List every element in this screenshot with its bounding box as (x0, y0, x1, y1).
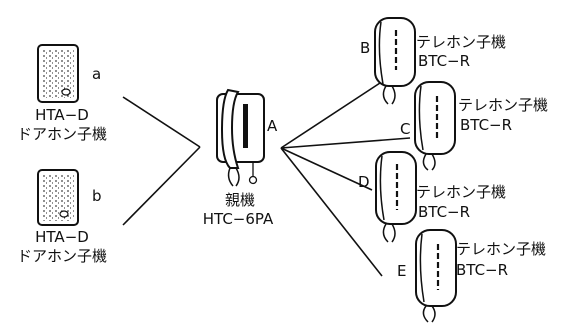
door-phone-b-model: HTA−D (35, 228, 89, 246)
door-phone-a-label: ドアホン子機 (17, 125, 107, 143)
line-master-to-C (280, 137, 411, 149)
extension-B-model: BTC−R (418, 52, 470, 70)
master-model: HTC−6PA (203, 210, 274, 228)
extension-C-letter: C (400, 120, 410, 138)
extension-C-model: BTC−R (460, 116, 512, 134)
extension-B-letter: B (360, 39, 370, 57)
extension-C: C テレホン子機 BTC−R (400, 81, 548, 171)
line-b-to-master (122, 146, 201, 226)
extension-D-letter: D (358, 173, 370, 191)
door-phone-b-label: ドアホン子機 (17, 247, 107, 265)
master-label: 親機 (225, 191, 255, 209)
master-unit: A 親機 HTC−6PA (203, 88, 278, 228)
connection-lines (122, 82, 411, 277)
extension-E-letter: E (397, 262, 406, 280)
extension-B: B テレホン子機 BTC−R (360, 17, 506, 105)
line-master-to-D (280, 147, 373, 191)
line-master-to-E (280, 147, 383, 277)
extension-D-label: テレホン子機 (416, 183, 506, 201)
line-a-to-master (122, 96, 201, 148)
extension-D-model: BTC−R (418, 203, 470, 221)
line-master-to-B (280, 82, 381, 149)
extension-C-label: テレホン子機 (458, 96, 548, 114)
door-phone-a: a HTA−D ドアホン子機 (17, 44, 107, 143)
master-letter: A (267, 117, 278, 135)
door-phone-b: b HTA−D ドアホン子機 (17, 169, 107, 265)
extension-D: D テレホン子機 BTC−R (358, 151, 506, 243)
extension-E-model: BTC−R (456, 261, 508, 279)
extension-E: E テレホン子機 BTC−R (397, 229, 546, 323)
door-phone-a-letter: a (92, 65, 101, 83)
door-phone-b-letter: b (92, 187, 102, 205)
door-phone-a-model: HTA−D (35, 106, 89, 124)
extension-E-label: テレホン子機 (456, 240, 546, 258)
extension-B-label: テレホン子機 (416, 33, 506, 51)
